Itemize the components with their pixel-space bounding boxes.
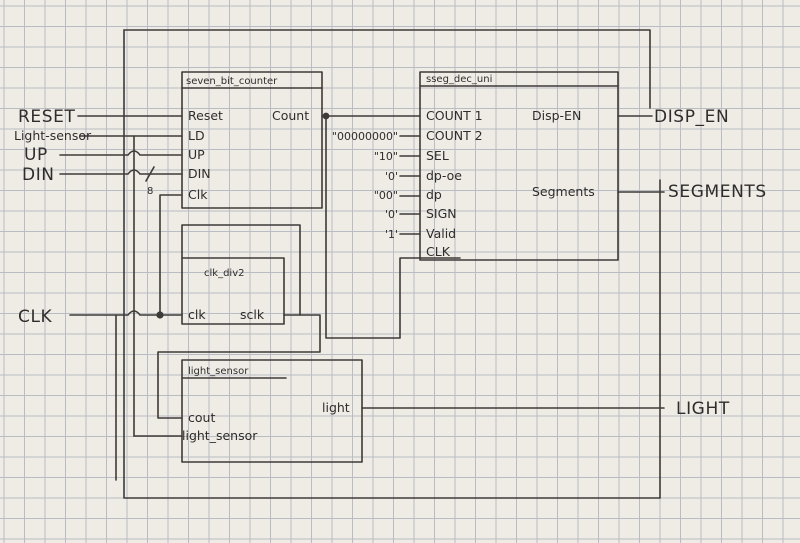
sseg-pin-valid: Valid [426,226,456,241]
counter-title: seven_bit_counter [186,76,278,87]
sseg-pin-sign: SIGN [426,206,457,221]
port-reset: RESET [18,107,75,127]
outer-loop-bottom-wire [123,29,661,499]
const-valid: '1' [385,228,398,241]
clkdiv-pin-sclk: sclk [240,307,265,322]
sseg-pin-dp: dp [426,187,442,202]
const-dp: "00" [374,189,398,202]
sseg-pin-segments: Segments [532,184,595,199]
sseg-pin-dp-oe: dp-oe [426,168,462,183]
counter-pin-count: Count [272,108,309,123]
clk-in-wire [69,310,183,316]
counter-pin-up: UP [188,147,205,162]
port-clk: CLK [18,307,53,327]
port-light-sensor: Light-sensor [14,128,92,143]
clk-junction-dot [156,311,164,319]
light-block [181,359,363,463]
clkdiv-block [181,257,285,325]
clkdiv-title: clk_div2 [204,268,244,279]
const-count2: "00000000" [332,130,398,143]
port-light: LIGHT [676,399,730,419]
up-wire [59,150,183,156]
const-sel: "10" [374,150,398,163]
counter-pin-reset: Reset [188,108,223,123]
blocks [181,71,619,463]
light-pin-cout: cout [188,410,215,425]
din-bus-slash [145,166,155,182]
port-segments: SEGMENTS [668,182,767,202]
sseg-pin-count2: COUNT 2 [426,128,483,143]
wires [59,29,665,499]
port-disp-en: DISP_EN [654,107,729,127]
outer-loop-top-wire [123,29,651,109]
counter-block [181,71,323,209]
clkdiv-pin-clk: clk [188,307,206,322]
light-pin-light: light [322,400,350,415]
const-dp-oe: '0' [385,170,398,183]
sseg-pin-disp-en: Disp-EN [532,108,581,123]
sseg-block [419,71,619,261]
sseg-pin-count1: COUNT 1 [426,108,483,123]
light-title: light_sensor [188,366,249,377]
const-sign: '0' [385,208,398,221]
light-pin-light-sensor: light_sensor [182,428,258,443]
cout-feed-wire [157,314,321,419]
counter-pin-ld: LD [188,128,205,143]
bus-width-label: 8 [147,186,153,197]
count-return-wire [325,115,421,339]
constant-stub-wires [399,135,421,235]
counter-clk-wire [159,194,183,316]
labels: RESET Light-sensor UP DIN CLK 8 DISP_EN … [14,74,767,443]
sseg-pin-sel: SEL [426,148,449,163]
counter-pin-din: DIN [188,166,211,181]
port-din: DIN [22,165,55,185]
din-wire [59,169,183,175]
counter-pin-clk: Clk [188,187,208,202]
sseg-title: sseg_dec_uni [426,74,492,85]
sclk-wire [181,224,301,316]
sseg-pin-clk: CLK [426,244,451,259]
port-up: UP [24,145,48,165]
